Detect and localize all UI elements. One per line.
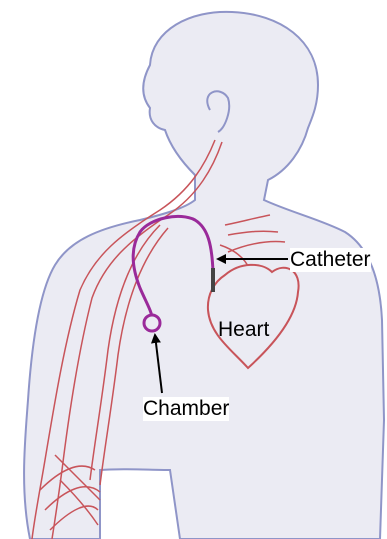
catheter-label: Catheter xyxy=(290,248,371,272)
chamber-port[interactable] xyxy=(144,315,160,331)
chamber-label: Chamber xyxy=(143,397,229,421)
heart-label: Heart xyxy=(218,318,269,342)
body-silhouette xyxy=(24,12,384,539)
